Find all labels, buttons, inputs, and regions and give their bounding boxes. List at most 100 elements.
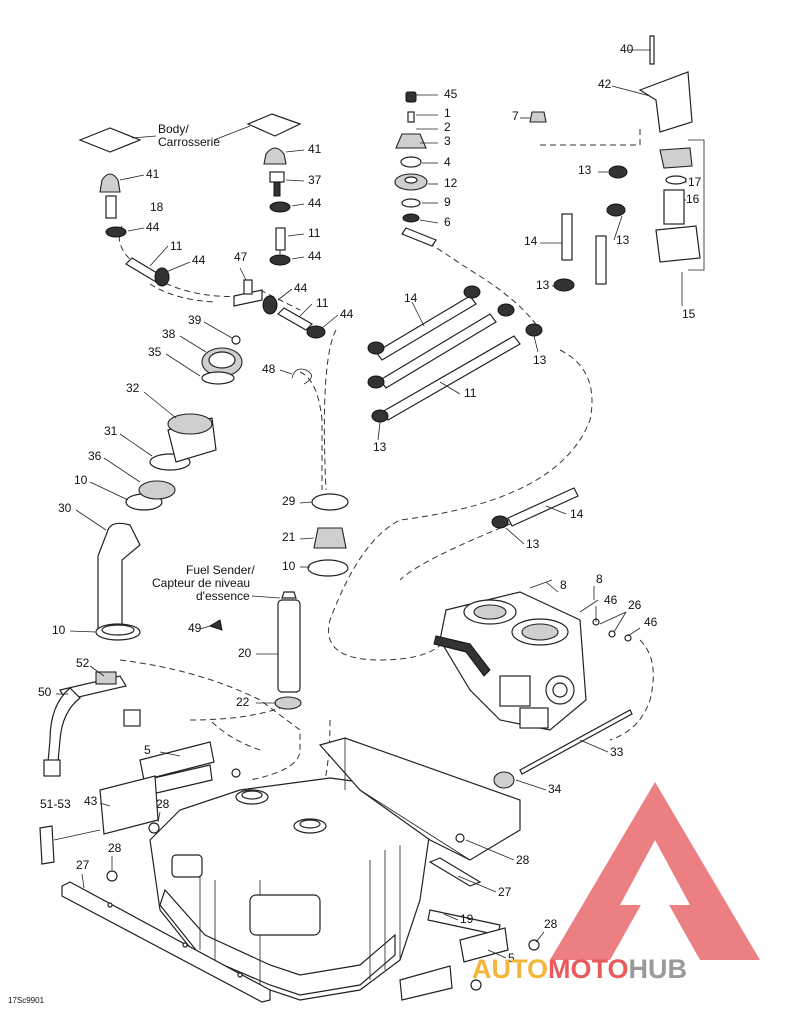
callout-21: 21: [282, 530, 296, 544]
routing-lines: [118, 128, 654, 821]
callout-10: 10: [52, 623, 66, 637]
callout-16: 16: [686, 192, 700, 206]
callout-11: 11: [308, 226, 321, 240]
callout-49: 49: [188, 621, 202, 635]
clamp-13-j: [491, 515, 509, 529]
callout-28: 28: [156, 797, 170, 811]
leader-lines: [56, 49, 687, 959]
grommet-41-right: [263, 147, 287, 165]
hose-11-mid: [277, 307, 313, 331]
watermark-text: AUTOMOTOHUB: [472, 954, 687, 984]
callout-27: 27: [76, 858, 90, 872]
bolt-40: [649, 35, 655, 65]
callout-7: 7: [512, 109, 519, 123]
bracket-51-53: [39, 825, 101, 865]
screw-8-b: [579, 599, 599, 613]
hose-11-long-a: [379, 313, 497, 389]
body-note-line1: Body/: [158, 122, 189, 136]
callout-11: 11: [464, 386, 477, 400]
tank-rail-right: [428, 857, 482, 887]
screw-49: [208, 619, 223, 631]
callout-50: 50: [38, 685, 52, 699]
fuel-tank: [149, 777, 431, 1001]
hose-14-upper: [561, 213, 573, 261]
callout-46: 46: [644, 615, 658, 629]
clip-48: [291, 368, 312, 385]
callout-2: 2: [444, 120, 451, 134]
fuel-pump-assembly: [655, 147, 701, 263]
clamp-44-b: [269, 201, 291, 213]
watermark-inner-triangle-icon: [620, 840, 690, 905]
callout-13: 13: [616, 233, 630, 247]
callout-32: 32: [126, 381, 140, 395]
callout-47: 47: [234, 250, 248, 264]
callout-8: 8: [560, 578, 567, 592]
hose-11-short: [275, 227, 286, 251]
clamp-13-h: [497, 303, 515, 317]
callout-30: 30: [58, 501, 72, 515]
sender-note-line2: Capteur de niveau: [152, 576, 250, 590]
tank-support-frame: [318, 737, 521, 861]
clamp-44-d: [154, 267, 170, 287]
clamp-13-i: [525, 323, 543, 337]
figure-code: 17Sc9901: [8, 996, 45, 1005]
callout-35: 35: [148, 345, 162, 359]
callout-28: 28: [516, 853, 530, 867]
callout-37: 37: [308, 173, 322, 187]
clamp-44-e: [262, 295, 278, 315]
callout-26: 26: [628, 598, 642, 612]
clamp-13-c: [553, 278, 575, 292]
bracket-15-outline: [688, 139, 705, 271]
callout-28: 28: [544, 917, 558, 931]
callout-44: 44: [192, 253, 206, 267]
callout-10: 10: [282, 559, 296, 573]
clamp-13-b: [606, 203, 626, 217]
clamp-13-g: [463, 285, 481, 299]
watermark-hub: HUB: [629, 954, 688, 984]
callout-46: 46: [604, 593, 618, 607]
clamp-10-lower: [95, 623, 141, 641]
callout-27: 27: [498, 885, 512, 899]
grommet-21: [313, 527, 347, 549]
callout-41: 41: [146, 167, 160, 181]
callout-8: 8: [596, 572, 603, 586]
hose-14-right: [595, 235, 607, 285]
callout-14: 14: [570, 507, 584, 521]
callout-13: 13: [578, 163, 592, 177]
filler-cap-38: [201, 347, 243, 385]
valve-18: [105, 195, 117, 219]
choke-cable-33: [519, 709, 633, 775]
hose-14-lower: [507, 487, 579, 527]
callout-14: 14: [524, 234, 538, 248]
callout-22: 22: [236, 695, 250, 709]
watermark-logo: [550, 782, 760, 960]
body-panel-left: [78, 127, 142, 153]
sender-note-line1: Fuel Sender/: [186, 563, 255, 577]
valve-37: [269, 171, 285, 197]
callout-10: 10: [74, 473, 88, 487]
screw-8-a: [529, 579, 553, 589]
callout-13: 13: [533, 353, 547, 367]
carburetor-assembly: [433, 591, 587, 731]
clamp-13-f: [371, 409, 389, 423]
callout-20: 20: [238, 646, 252, 660]
callout-34: 34: [548, 782, 562, 796]
callout-13: 13: [373, 440, 387, 454]
filler-hose-30: [97, 522, 141, 629]
callout-42: 42: [598, 77, 612, 91]
watermark-moto: MOTO: [548, 954, 629, 984]
callout-44: 44: [308, 196, 322, 210]
callout-5: 5: [144, 743, 151, 757]
body-panel-right: [246, 113, 302, 137]
plug-39: [231, 335, 241, 345]
nut-36: [138, 480, 176, 500]
tank-rail-left: [61, 881, 271, 1003]
callout-33: 33: [610, 745, 624, 759]
callout-14: 14: [404, 291, 418, 305]
callout-48: 48: [262, 362, 276, 376]
callout-31: 31: [104, 424, 118, 438]
callout-6: 6: [444, 215, 451, 229]
clamp-44-f: [306, 325, 326, 339]
